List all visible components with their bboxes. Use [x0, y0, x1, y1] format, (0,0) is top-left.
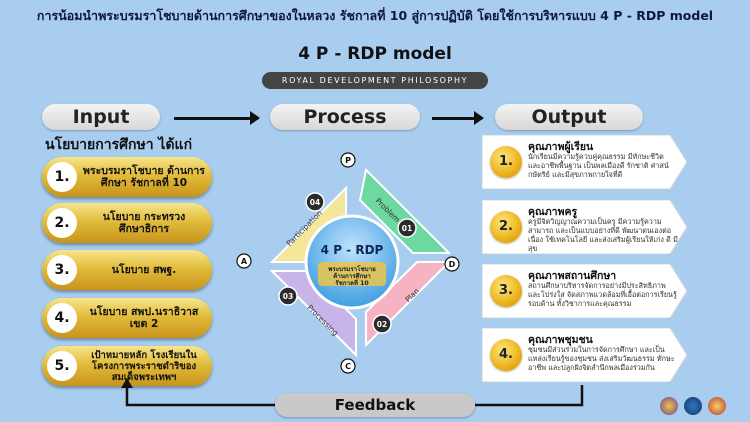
input-item-label: นโยบาย กระทรวงศึกษาธิการ — [102, 211, 186, 235]
output-number: 2. — [490, 211, 522, 243]
output-title: คุณภาพผู้เรียน — [528, 141, 594, 153]
output-number: 1. — [490, 146, 522, 178]
input-to-process-arrow — [174, 111, 260, 125]
office-logo — [708, 397, 726, 415]
output-header: Output — [495, 104, 643, 130]
input-item-label: เป้าหมายหลัก โรงเรียนในโครงการพระราชดำริ… — [91, 349, 197, 383]
input-item: 2. นโยบาย กระทรวงศึกษาธิการ — [42, 203, 212, 243]
input-item: 5. เป้าหมายหลัก โรงเรียนในโครงการพระราชดำ… — [42, 346, 212, 386]
output-card: 4. คุณภาพชุมชน ชุมชนมีส่วนร่วมในการจัดกา… — [482, 328, 687, 382]
output-number: 4. — [490, 339, 522, 371]
input-item: 1.พระบรมราโชบาย ด้านการศึกษา รัชกาลที่ 1… — [42, 157, 212, 197]
input-item-label: พระบรมราโชบาย ด้านการศึกษา รัชกาลที่ 10 — [83, 165, 205, 189]
output-card: 3. คุณภาพสถานศึกษา สถานศึกษาบริหารจัดการ… — [482, 264, 687, 318]
input-item: 3. นโยบาย สพฐ. — [42, 250, 212, 290]
subtitle-badge: ROYAL DEVELOPMENT PHILOSOPHY — [262, 72, 488, 89]
output-description: นักเรียนมีความรู้ควบคู่คุณธรรม มีทักษะชี… — [528, 152, 669, 179]
step-number: 03 — [283, 292, 293, 301]
model-title: 4 P - RDP model — [298, 44, 452, 64]
input-item-number: 4. — [47, 303, 77, 333]
page-title: การน้อมนำพระบรมราโชบายด้านการศึกษาของในห… — [36, 8, 714, 23]
output-card: 1. คุณภาพผู้เรียน นักเรียนมีความรู้ควบคู… — [482, 135, 687, 189]
input-item: 4. นโยบาย สพป.นราธิวาส เขต 2 — [42, 298, 212, 338]
input-item-label: นโยบาย สพฐ. — [111, 264, 177, 276]
step-number: 01 — [402, 224, 412, 233]
input-header: Input — [42, 104, 160, 130]
process-to-output-arrow — [432, 111, 484, 125]
step-letter: D — [449, 260, 456, 269]
input-item-number: 3. — [47, 255, 77, 285]
process-center-title: 4 P - RDP — [321, 243, 384, 257]
step-number: 02 — [377, 320, 387, 329]
input-item-number: 5. — [47, 351, 77, 381]
process-cycle-diagram: 4 P - RDP พระบรมราโชบายด้านการศึกษารัชกา… — [236, 152, 460, 374]
emblem-logo — [660, 397, 678, 415]
school-logo — [684, 397, 702, 415]
process-center-text: พระบรมราโชบายด้านการศึกษารัชกาลที่ 10 — [327, 265, 376, 287]
step-letter: P — [345, 156, 351, 165]
process-header: Process — [270, 104, 420, 130]
output-description: ครูมีจิตวิญญาณความเป็นครู มีความรู้ความส… — [528, 217, 678, 253]
input-item-number: 2. — [47, 208, 77, 238]
output-title: คุณภาพครู — [528, 206, 578, 218]
output-description: สถานศึกษาบริหารจัดการอย่างมีประสิทธิภาพ … — [528, 281, 677, 308]
problem-segment — [358, 167, 452, 254]
step-letter: A — [241, 257, 248, 266]
output-card: 2. คุณภาพครู ครูมีจิตวิญญาณความเป็นครู ม… — [482, 200, 687, 254]
feedback-label: Feedback — [275, 393, 475, 417]
step-letter: C — [345, 362, 351, 371]
input-item-label: นโยบาย สพป.นราธิวาส เขต 2 — [89, 306, 199, 330]
output-number: 3. — [490, 275, 522, 307]
output-title: คุณภาพชุมชน — [528, 334, 593, 346]
step-number: 04 — [310, 198, 320, 207]
output-title: คุณภาพสถานศึกษา — [528, 270, 617, 282]
input-item-number: 1. — [47, 162, 77, 192]
input-subtitle: นโยบายการศึกษา ได้แก่ — [45, 137, 193, 153]
output-description: ชุมชนมีส่วนร่วมในการจัดการศึกษา และเป็นแ… — [528, 345, 675, 372]
